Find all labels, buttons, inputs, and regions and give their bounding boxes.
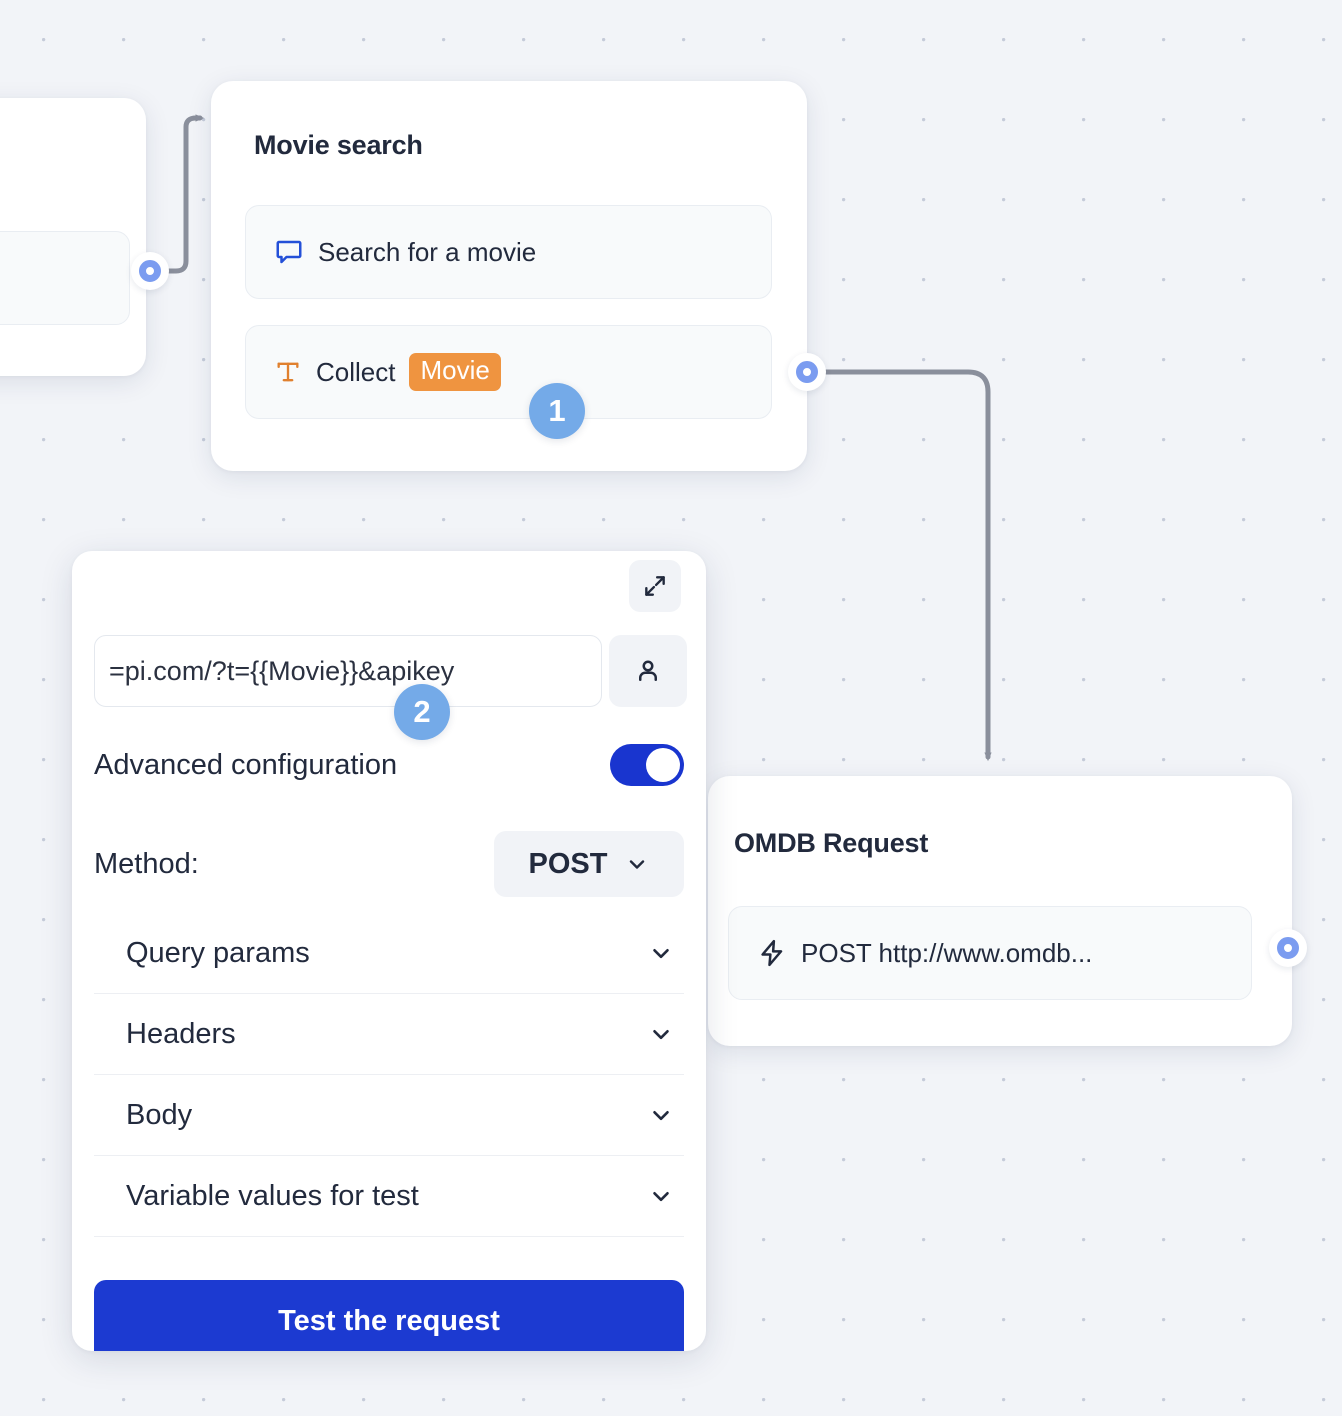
- step-badge-2: 2: [394, 684, 450, 740]
- request-url-input[interactable]: [94, 635, 602, 707]
- user-icon: [633, 656, 663, 686]
- accordion: Query params Headers Body: [94, 913, 684, 1237]
- text-t-icon: [274, 358, 302, 386]
- accordion-label: Variable values for test: [126, 1179, 419, 1212]
- node-title-movie-search: Movie search: [254, 130, 423, 160]
- edge-movie-search-to-omdb: [823, 369, 992, 762]
- edge-prev-to-movie-search: [165, 114, 205, 274]
- node-row-label: POST http://www.omdb...: [801, 937, 1093, 968]
- lightning-bolt-icon: [757, 938, 787, 968]
- advanced-configuration-toggle[interactable]: [610, 744, 684, 786]
- credentials-button[interactable]: [609, 635, 687, 707]
- handle-omdb-request-output[interactable]: [1269, 929, 1307, 967]
- node-row-post-request[interactable]: POST http://www.omdb...: [728, 906, 1252, 1000]
- handle-previous-node-output[interactable]: [131, 252, 169, 290]
- request-config-panel[interactable]: Advanced configuration Method: POST Quer…: [72, 551, 706, 1351]
- expand-diagonal-icon: [642, 573, 668, 599]
- node-movie-search[interactable]: Movie search Search for a movie Collect …: [211, 81, 807, 471]
- node-row-label: Collect: [316, 356, 396, 387]
- accordion-item-body[interactable]: Body: [94, 1075, 684, 1156]
- chevron-down-icon: [648, 1183, 674, 1209]
- node-row-collect-movie[interactable]: Collect Movie: [245, 325, 772, 419]
- step-badge-1: 1: [529, 383, 585, 439]
- accordion-item-headers[interactable]: Headers: [94, 994, 684, 1075]
- node-row[interactable]: [0, 231, 130, 325]
- speech-bubble-icon: [274, 237, 304, 267]
- handle-movie-search-output[interactable]: [788, 353, 826, 391]
- method-label: Method:: [94, 847, 199, 880]
- node-row-search-for-a-movie[interactable]: Search for a movie: [245, 205, 772, 299]
- test-the-request-button[interactable]: Test the request: [94, 1280, 684, 1351]
- method-select[interactable]: POST: [494, 831, 684, 897]
- chevron-down-icon: [648, 1021, 674, 1047]
- node-title-omdb-request: OMDB Request: [734, 828, 929, 858]
- accordion-item-query-params[interactable]: Query params: [94, 913, 684, 994]
- variable-chip-movie[interactable]: Movie: [409, 353, 501, 391]
- node-omdb-request[interactable]: OMDB Request POST http://www.omdb...: [708, 776, 1292, 1046]
- toggle-knob: [646, 748, 680, 782]
- method-value: POST: [528, 847, 608, 880]
- accordion-item-variable-values-for-test[interactable]: Variable values for test: [94, 1156, 684, 1237]
- chevron-down-icon: [648, 940, 674, 966]
- advanced-configuration-label: Advanced configuration: [94, 748, 398, 781]
- chevron-down-icon: [648, 1102, 674, 1128]
- expand-panel-button[interactable]: [629, 560, 681, 612]
- chevron-down-icon: [625, 852, 649, 876]
- accordion-label: Headers: [126, 1017, 236, 1050]
- accordion-label: Query params: [126, 936, 310, 969]
- node-row-label: Search for a movie: [318, 236, 537, 267]
- accordion-label: Body: [126, 1098, 193, 1131]
- advanced-configuration-row: Advanced configuration: [94, 744, 684, 786]
- method-row: Method: POST: [94, 831, 684, 897]
- url-row: [94, 635, 687, 707]
- node-previous-partial[interactable]: [0, 98, 146, 376]
